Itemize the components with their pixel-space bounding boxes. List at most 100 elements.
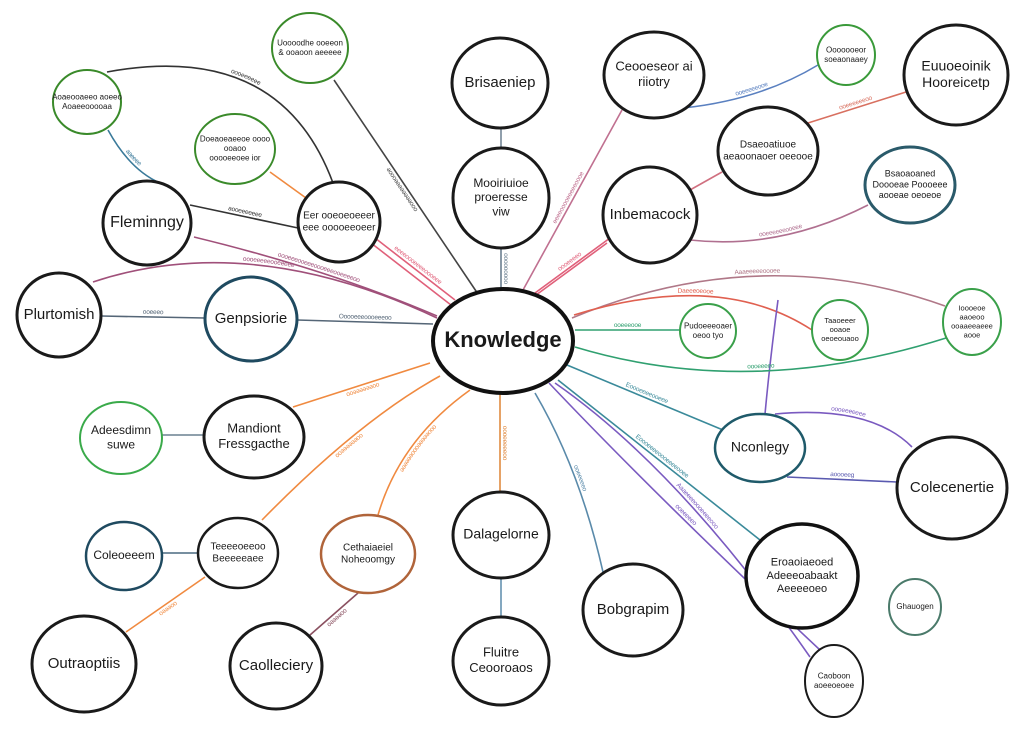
edge-label: oooeeeeeoooeeeeee bbox=[398, 423, 438, 473]
node-label: Hooreicetp bbox=[922, 74, 990, 90]
node-label: Bsaoaoaned bbox=[885, 169, 936, 179]
node-label: ooaaeeaeee bbox=[951, 321, 993, 330]
node-n26[interactable]: Outraoptiis bbox=[30, 614, 138, 714]
node-label: Caoboon bbox=[818, 671, 850, 680]
edge-line bbox=[522, 109, 623, 291]
node-label: Knowledge bbox=[444, 327, 561, 352]
node-circle bbox=[194, 113, 276, 185]
node-label: Uoooodhe ooeeon bbox=[277, 38, 343, 47]
edge-line bbox=[531, 242, 608, 299]
edge-line bbox=[377, 389, 471, 516]
node-label: Bobgrapim bbox=[597, 601, 670, 618]
edge-line bbox=[261, 375, 441, 521]
node-circle bbox=[895, 435, 1009, 541]
node-circle bbox=[202, 394, 306, 480]
node-label: Euuoeoinik bbox=[921, 57, 991, 73]
node-circle bbox=[679, 303, 737, 359]
node-n31[interactable]: Colecenertie bbox=[895, 435, 1009, 541]
node-circle bbox=[804, 644, 864, 718]
node-label: ooaoe bbox=[830, 325, 851, 334]
edge-line bbox=[269, 171, 307, 199]
node-n29[interactable]: Bobgrapim bbox=[581, 562, 685, 658]
edge-line bbox=[682, 64, 819, 109]
node-label: Fluitre bbox=[483, 645, 519, 660]
edge-label: aoooeeg bbox=[830, 471, 855, 479]
node-label: Pudoeeeoaer bbox=[684, 321, 732, 330]
node-n8[interactable]: Inbemacock bbox=[601, 165, 699, 265]
node-n16[interactable]: Genpsiorie bbox=[203, 275, 299, 363]
node-label: Aeeeeoeo bbox=[777, 583, 827, 595]
node-n22[interactable]: Coleoeeem bbox=[84, 520, 164, 592]
node-label: Adeesdimn bbox=[91, 423, 151, 437]
edge-line bbox=[370, 242, 452, 306]
edge-label: Eoooeeeeooeee bbox=[625, 381, 670, 405]
edge-line bbox=[333, 79, 479, 295]
central-node-knowledge[interactable]: Knowledge bbox=[431, 287, 575, 395]
node-label: Coleoeeem bbox=[93, 548, 154, 562]
node-n30[interactable]: Nconlegy bbox=[713, 412, 807, 484]
node-circle bbox=[811, 299, 869, 361]
node-label: Teeeeoeeoo bbox=[210, 542, 265, 553]
node-label: & ooaoon aeeeee bbox=[278, 48, 342, 57]
edge-label: ooooooooo bbox=[502, 253, 509, 284]
edge-label: ooeeeeo bbox=[325, 607, 348, 628]
node-circle bbox=[79, 401, 163, 475]
edge-line bbox=[557, 379, 761, 541]
edge-label: Ooooeeeoooeeeoo bbox=[339, 313, 393, 322]
node-circle bbox=[816, 24, 876, 86]
edge-label: ooeeeeeo bbox=[572, 464, 588, 493]
node-label: soeaonaaey bbox=[824, 55, 868, 64]
node-n2[interactable]: Brisaeniep bbox=[450, 36, 550, 130]
node-label: Nconlegy bbox=[731, 439, 789, 455]
node-label: Dalagelorne bbox=[463, 526, 539, 542]
node-label: aeaoonaoer oeeooe bbox=[723, 152, 813, 163]
edge-line bbox=[689, 204, 869, 243]
node-label: aooeae oeoeoe bbox=[879, 190, 942, 200]
node-label: Genpsiorie bbox=[215, 310, 288, 327]
edge-line bbox=[574, 337, 947, 373]
node-n13[interactable]: Fleminngy bbox=[101, 179, 193, 267]
node-label: Colecenertie bbox=[910, 479, 994, 496]
node-circle bbox=[602, 30, 706, 120]
edge-line bbox=[807, 91, 907, 124]
node-label: Taaoeeer bbox=[824, 316, 856, 325]
node-label: Dsaeoatiuoe bbox=[740, 140, 797, 151]
node-n25[interactable]: Dalagelorne bbox=[451, 490, 551, 580]
edge-label: Eoooeeeeoooeeeeooee bbox=[634, 433, 690, 480]
node-label: Aoaeooaeeo aoeeo bbox=[52, 92, 122, 101]
node-circle bbox=[15, 271, 103, 359]
edge-line bbox=[374, 237, 456, 301]
node-n10[interactable]: Uoooodhe ooeeon& ooaoon aeeeee bbox=[271, 12, 349, 84]
node-label: Plurtomish bbox=[24, 306, 95, 323]
node-n33[interactable]: Ghauogen bbox=[888, 578, 942, 636]
edge-label: eeeeooooeeeeeoooe bbox=[551, 170, 585, 225]
edge-line bbox=[573, 294, 813, 331]
node-n27[interactable]: Caolleciery bbox=[228, 621, 324, 711]
node-circle bbox=[716, 105, 820, 197]
node-circle bbox=[902, 23, 1010, 127]
node-circle bbox=[451, 615, 551, 707]
node-label: Inbemacock bbox=[610, 206, 691, 223]
node-n15[interactable]: Plurtomish bbox=[15, 271, 103, 359]
node-label: oeoeouaoo bbox=[821, 334, 859, 343]
node-label: eee ooooeeoeer bbox=[303, 223, 377, 234]
